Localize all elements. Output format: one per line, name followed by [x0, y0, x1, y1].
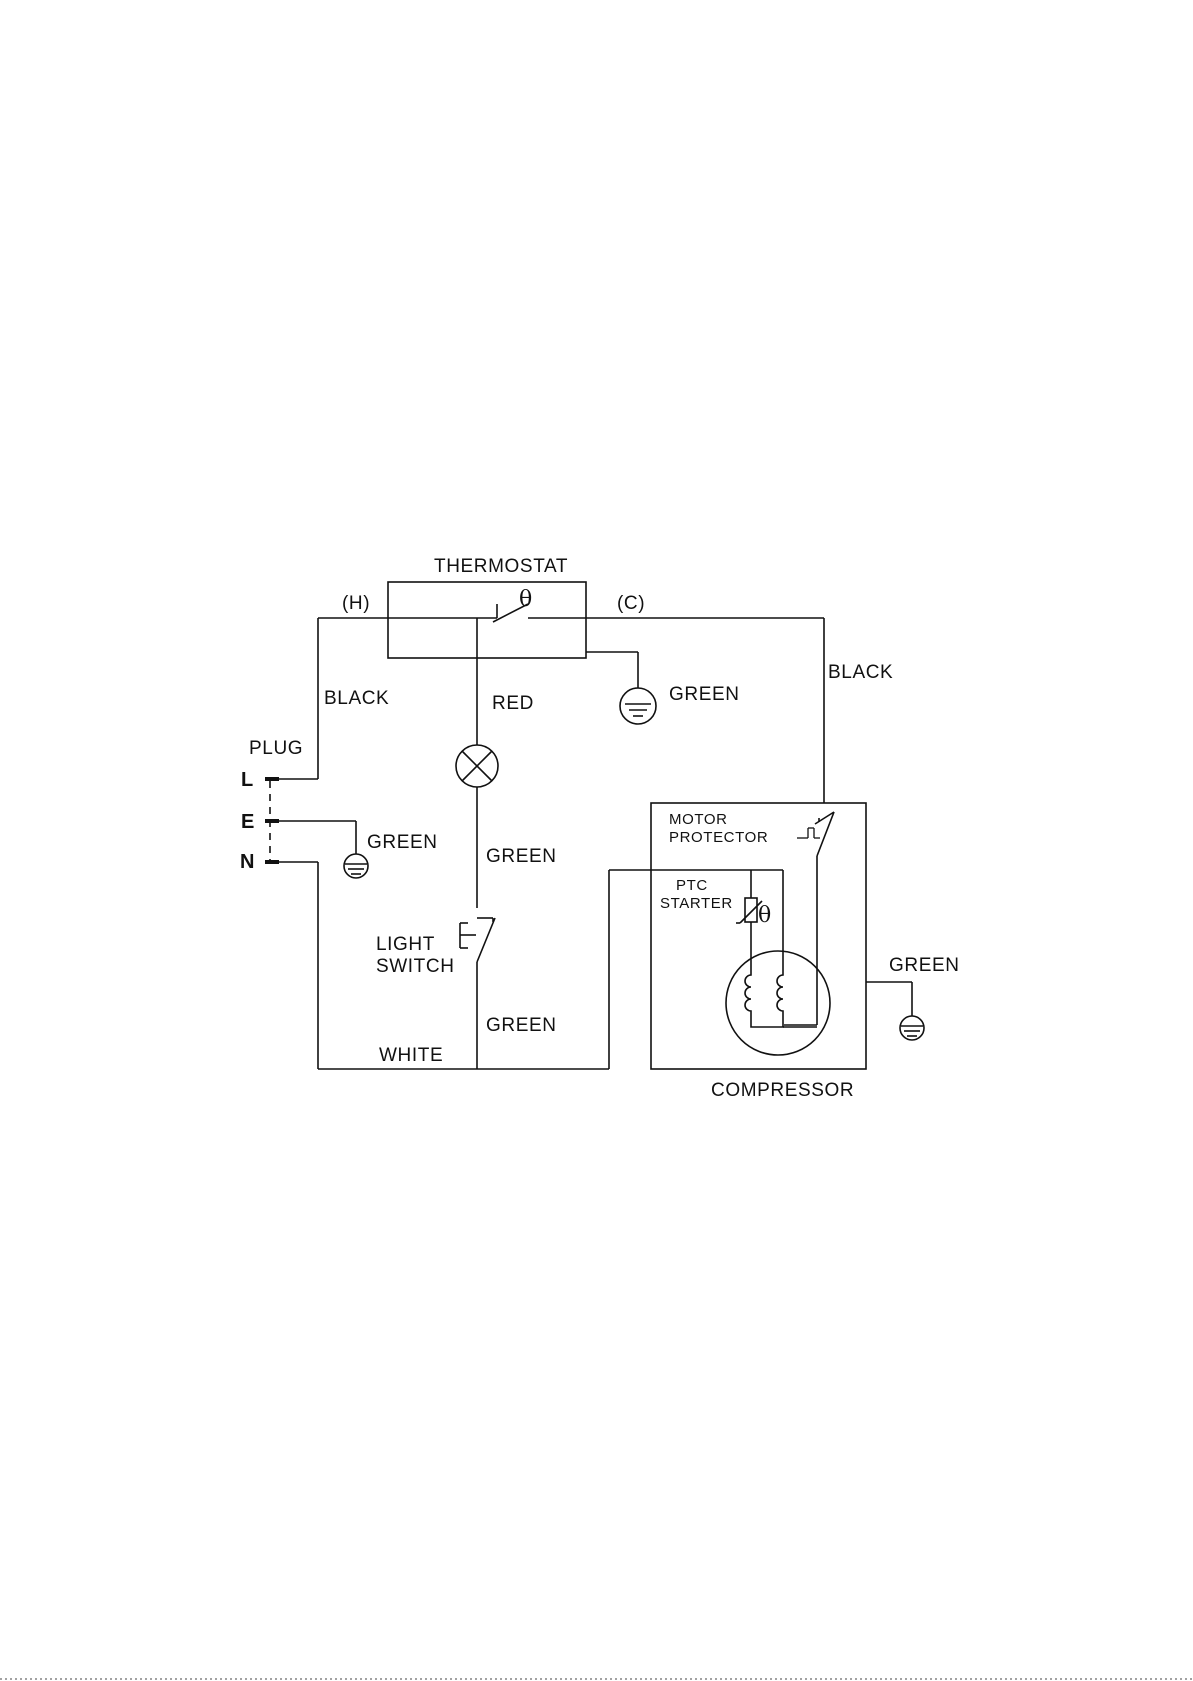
compressor-ground-icon	[900, 1016, 924, 1040]
plug-label: PLUG	[249, 738, 303, 759]
motor-protector-icon	[784, 812, 834, 1025]
thermostat-switch-contact	[318, 604, 824, 622]
ptc-theta-symbol: θ	[758, 903, 771, 928]
light-switch-icon	[460, 918, 495, 1000]
switch-wire-label: GREEN	[486, 1015, 557, 1036]
motor-winding-icon	[726, 951, 830, 1055]
thermostat-label: THERMOSTAT	[434, 556, 568, 577]
compressor: COMPRESSOR MOTOR PROTECTOR PTC STARTER θ	[651, 803, 866, 1101]
thermostat-ground-icon	[620, 688, 656, 724]
neutral-wire-label: WHITE	[379, 1045, 443, 1066]
compressor-ground-wire-label: GREEN	[889, 955, 960, 976]
lamp-wire-label: GREEN	[486, 846, 557, 867]
plug-ground-wire-label: GREEN	[367, 832, 438, 853]
plug-earth-terminal: E	[241, 811, 254, 833]
light-switch-label-line2: SWITCH	[376, 956, 455, 977]
light-switch-label-line1: LIGHT	[376, 934, 435, 955]
thermostat-cold-terminal-label: (C)	[617, 593, 645, 614]
plug: PLUG L E N	[240, 738, 303, 873]
motor-protector-label-line2: PROTECTOR	[669, 829, 768, 846]
thermostat-box	[388, 582, 586, 658]
lamp-icon	[456, 745, 498, 787]
compressor-feed-wire-label: BLACK	[828, 662, 893, 683]
motor-protector-label-line1: MOTOR	[669, 811, 728, 828]
plug-earth-wire	[279, 821, 356, 854]
plug-live-terminal: L	[241, 769, 253, 791]
compressor-label: COMPRESSOR	[711, 1080, 854, 1101]
ptc-starter-label-line1: PTC	[676, 877, 708, 894]
thermostat: THERMOSTAT (H) (C) θ	[318, 556, 824, 688]
thermostat-ground-wire-label: GREEN	[669, 684, 740, 705]
plug-neutral-terminal: N	[240, 851, 254, 873]
red-wire-label: RED	[492, 693, 534, 714]
compressor-ground-wire	[866, 982, 912, 1016]
ptc-starter-label-line2: STARTER	[660, 895, 733, 912]
plug-ground-icon	[344, 854, 368, 878]
thermostat-hot-terminal-label: (H)	[342, 593, 370, 614]
live-wire-label: BLACK	[324, 688, 389, 709]
